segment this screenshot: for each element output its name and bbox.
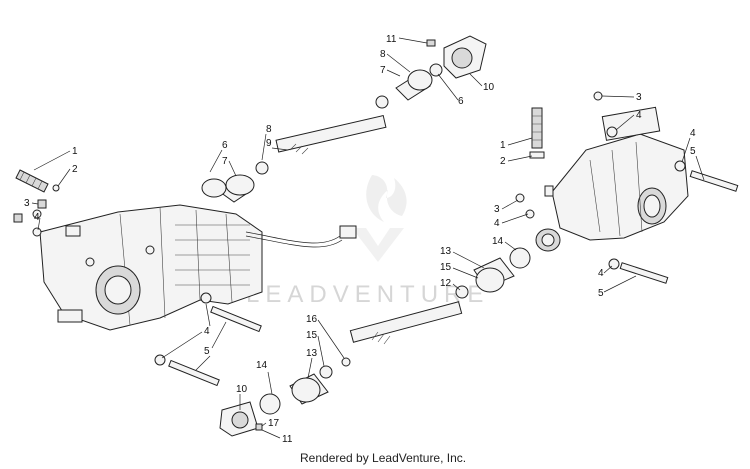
callout-3-left: 3 — [24, 198, 30, 209]
callout-14-right: 14 — [492, 236, 504, 247]
callout-3-right-top: 3 — [636, 92, 642, 103]
callout-1-right: 1 — [500, 140, 506, 151]
callout-4-right-mid: 4 — [494, 218, 500, 229]
left-gearcase-housing — [39, 204, 263, 331]
callout-8-upper: 8 — [380, 49, 386, 60]
footer-credit: Rendered by LeadVenture, Inc. — [300, 451, 466, 465]
callout-4-right-top: 4 — [636, 110, 642, 121]
callout-5-right-bolt: 5 — [690, 146, 696, 157]
right-rear-gearcase — [535, 106, 689, 252]
callout-5-middle: 5 — [204, 346, 210, 357]
callout-16: 16 — [306, 314, 318, 325]
callout-12-right: 12 — [440, 278, 452, 289]
callout-4-left: 4 — [34, 212, 40, 223]
callout-5-right-low: 5 — [598, 288, 604, 299]
middle-long-bolts — [154, 292, 262, 387]
callouts: 11 8 7 10 6 6 8 7 9 1 2 3 4 3 4 4 5 — [24, 34, 705, 445]
flame-logo-icon — [352, 175, 407, 262]
callout-7-upper: 7 — [380, 65, 386, 76]
callout-14-lower: 14 — [256, 360, 268, 371]
callout-3-right-mid: 3 — [494, 204, 500, 215]
left-small-hardware — [13, 199, 47, 237]
left-vent-hose — [15, 169, 60, 193]
leadventure-watermark: LEADVENTURE — [246, 175, 489, 308]
callout-17: 17 — [268, 418, 280, 429]
callout-1-left: 1 — [72, 146, 78, 157]
callout-13-right: 13 — [440, 246, 452, 257]
right-vent-hose — [529, 107, 554, 197]
callout-10-lower: 10 — [236, 384, 248, 395]
callout-6-mid: 6 — [222, 140, 228, 151]
front-upper-shaft-assembly — [201, 35, 487, 203]
callout-10-upper: 10 — [483, 82, 495, 93]
callout-7-mid: 7 — [222, 156, 228, 167]
callout-6-upper: 6 — [458, 96, 464, 107]
callout-15-right: 15 — [440, 262, 452, 273]
callout-4-right-low: 4 — [598, 268, 604, 279]
callout-13-lower: 13 — [306, 348, 318, 359]
callout-4-right-bolt: 4 — [690, 128, 696, 139]
callout-9-mid: 9 — [266, 138, 272, 149]
callout-11-lower: 11 — [282, 434, 293, 445]
watermark-brand-text: LEADVENTURE — [246, 281, 489, 308]
callout-2-right: 2 — [500, 156, 506, 167]
callout-15-lower: 15 — [306, 330, 318, 341]
wiring-harness — [245, 225, 357, 248]
callout-8-mid: 8 — [266, 124, 272, 135]
callout-2-left: 2 — [72, 164, 78, 175]
right-long-bolts — [515, 91, 739, 284]
callout-11-upper: 11 — [386, 34, 397, 45]
callout-4-middle: 4 — [204, 326, 210, 337]
rear-lower-shaft-assembly — [219, 247, 531, 437]
